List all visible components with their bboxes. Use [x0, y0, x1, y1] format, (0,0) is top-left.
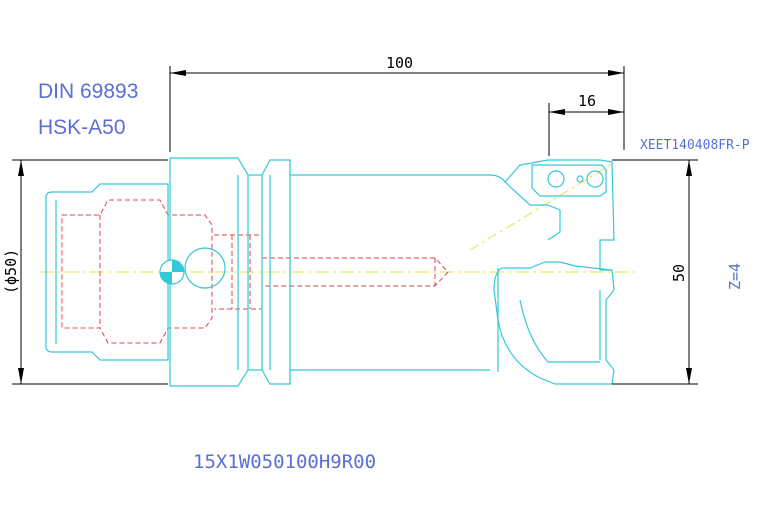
teeth-value: Z=4 — [726, 263, 744, 290]
diameter-value: 50 — [670, 264, 688, 282]
insert-label: XEET140408FR-P — [640, 138, 750, 153]
dimension-arrows — [18, 70, 692, 384]
center-of-gravity-icon — [159, 259, 185, 285]
insert-axis-line — [469, 163, 613, 251]
overall-length-value: 100 — [386, 54, 413, 72]
tool-body — [45, 157, 615, 387]
shank-diameter-value: (ϕ50) — [2, 249, 20, 294]
head-length-value: 16 — [578, 92, 596, 110]
interface-label: HSK-A50 — [38, 116, 126, 139]
part-number: 15X1W050100H9R00 — [193, 451, 376, 473]
dimensions — [12, 66, 698, 385]
standard-label: DIN 69893 — [38, 80, 138, 103]
